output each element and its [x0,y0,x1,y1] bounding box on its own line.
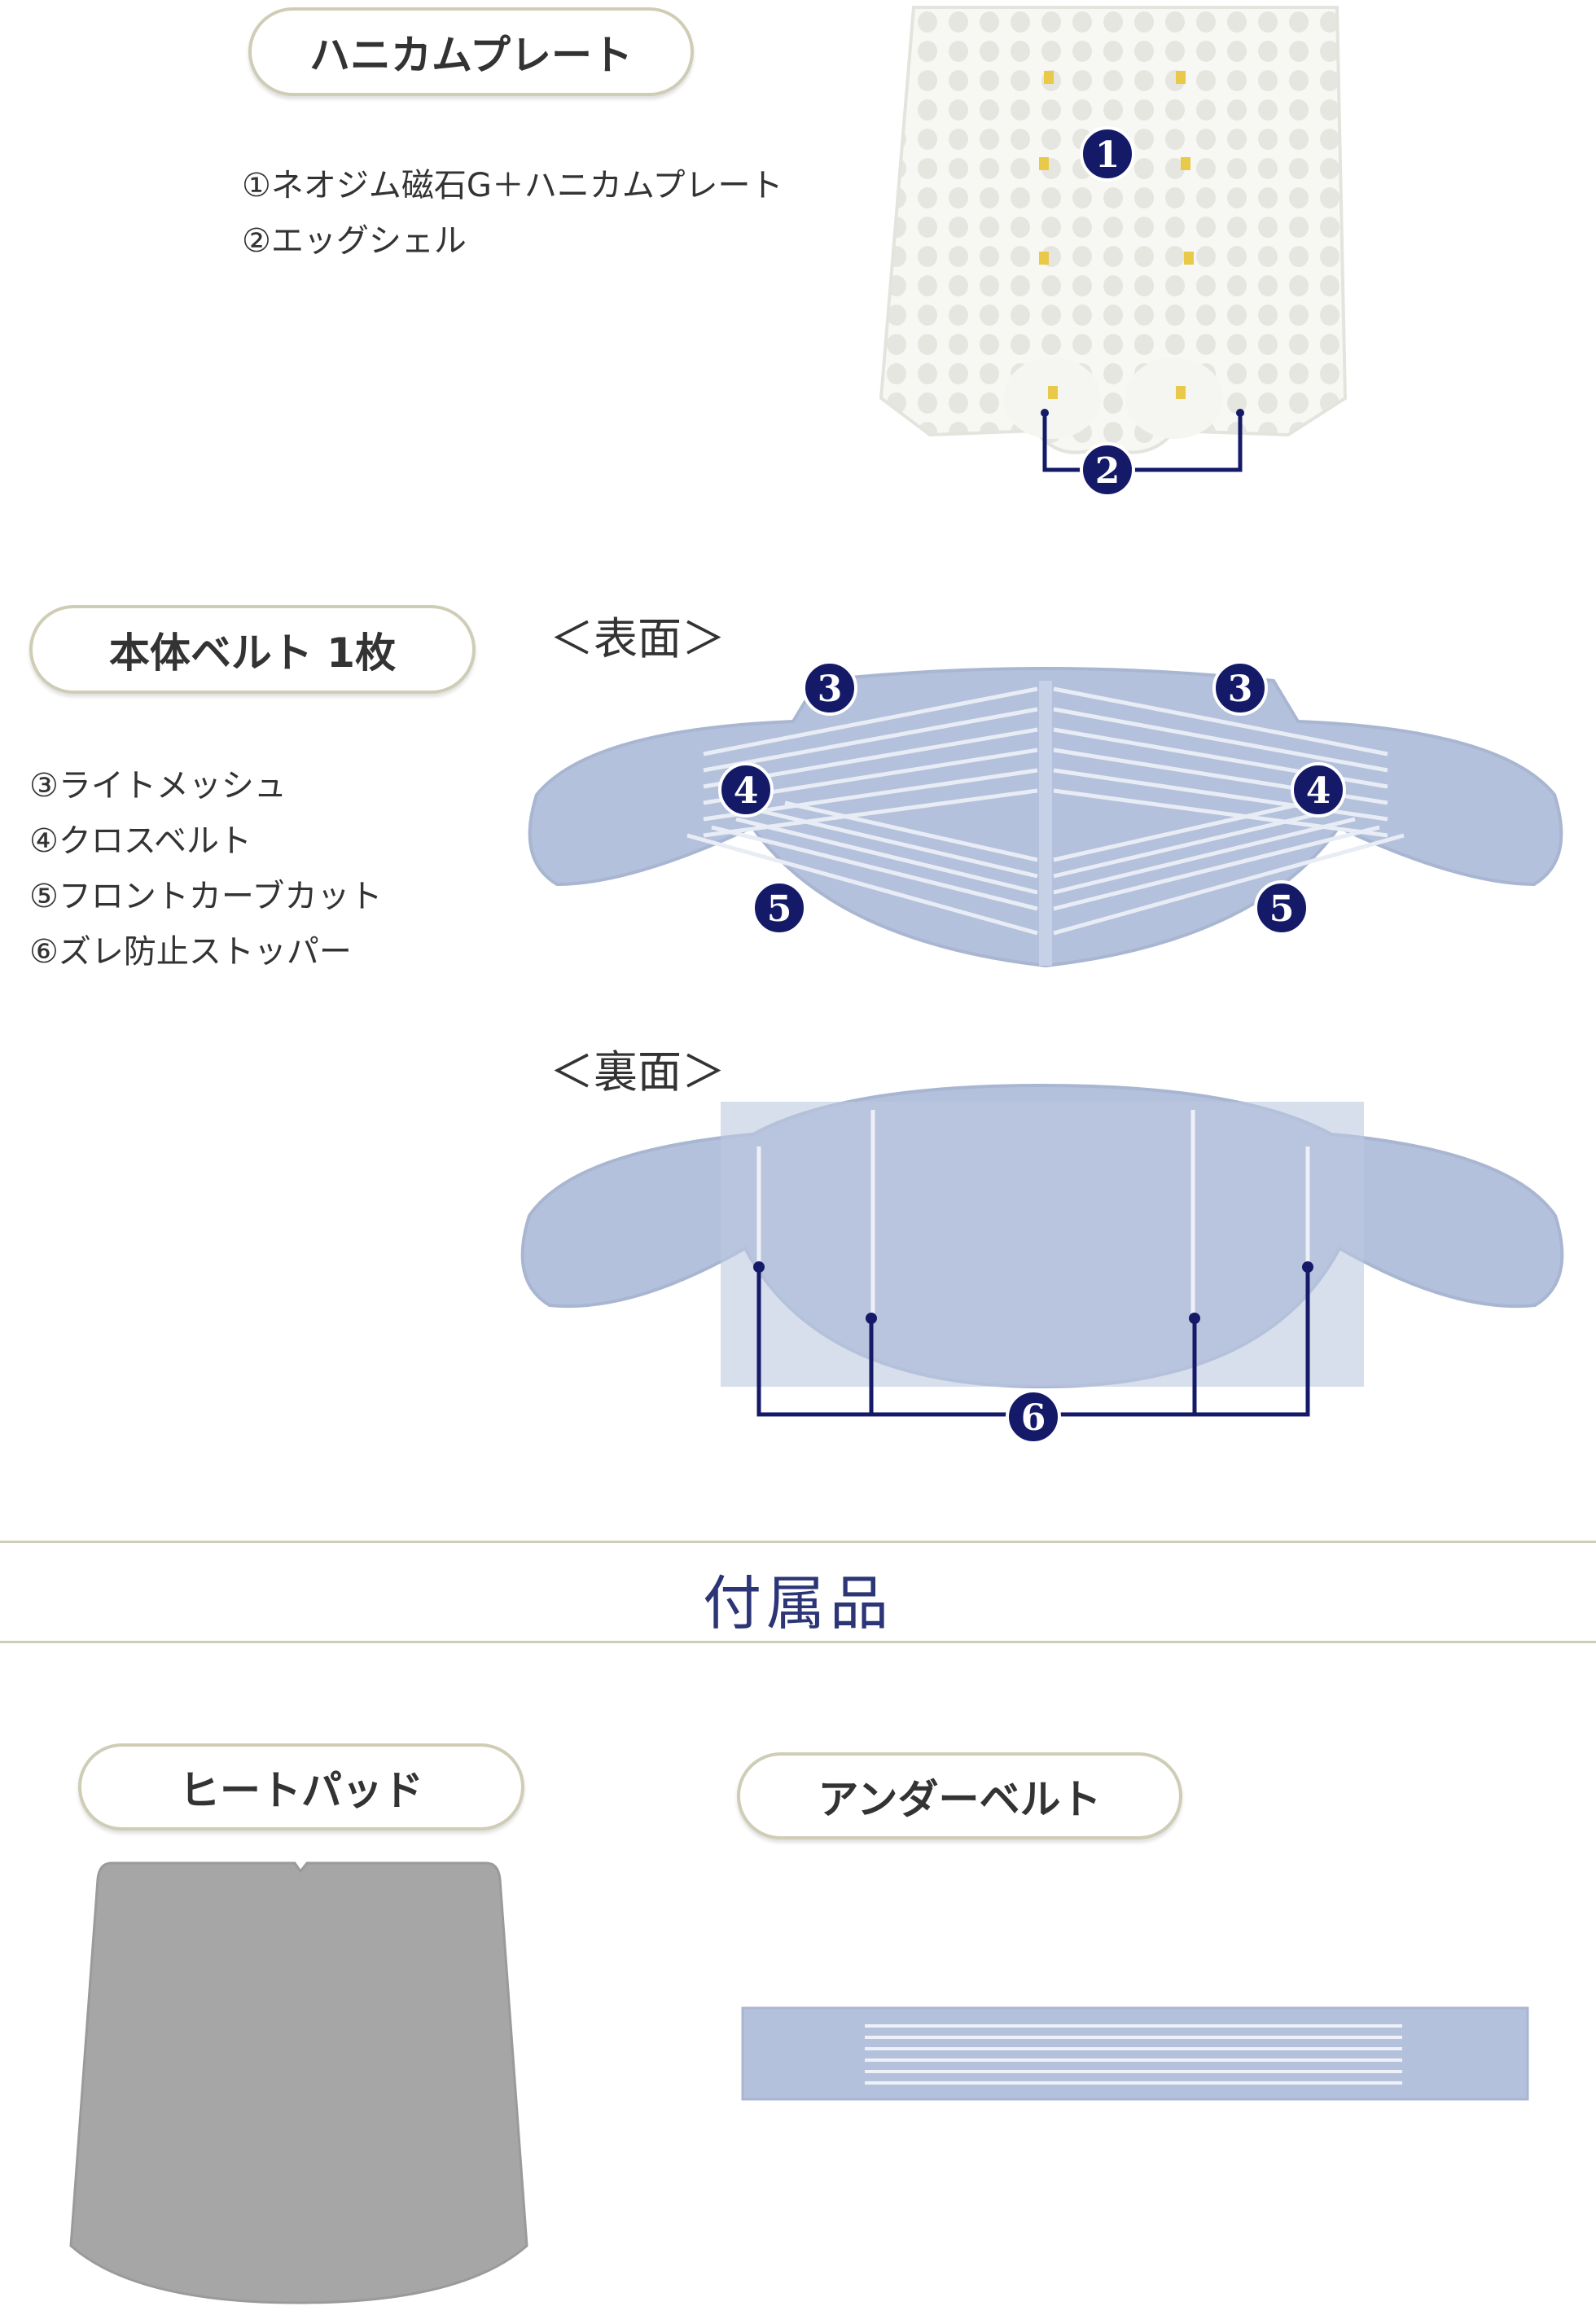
heading-text: ヒートパッド [179,1766,423,1814]
badge-3: 3 [802,660,857,716]
badge-3: 3 [1212,660,1268,716]
heat-pad-image [69,1861,528,2304]
feature-item: ⑤フロントカーブカット [29,878,383,915]
belt-feature-list: ③ライトメッシュ ④クロスベルト ⑤フロントカーブカット ⑥ズレ防止ストッパー [29,758,382,980]
badge-5: 5 [752,880,807,936]
main-belt-heading: 本体ベルト 1枚 [29,605,476,694]
back-label: ＜裏面＞ [550,1046,726,1098]
svg-text:4: 4 [1306,770,1331,812]
badge-5: 5 [1254,880,1309,936]
accessories-title: 付属品 [702,1569,893,1638]
belt-back-image [520,1083,1564,1389]
heat-pad-heading: ヒートパッド [78,1743,524,1831]
svg-text:2: 2 [1095,450,1120,492]
heading-text: アンダーベルト [818,1775,1102,1823]
badge-2: 2 [1080,442,1135,498]
under-belt-heading: アンダーベルト [737,1752,1182,1839]
honeycomb-plate-heading: ハニカムプレート [248,7,694,96]
svg-text:4: 4 [734,770,759,812]
feature-item: ③ライトメッシュ [29,767,287,805]
belt-badges: 3 3 4 4 5 5 [718,660,1346,936]
feature-item: ②エッグシェル [242,222,467,260]
divider [0,1541,1596,1543]
under-belt-image [741,2006,1529,2101]
honeycomb-feature-list: ①ネオジム磁石G＋ハニカムプレート ②エッグシェル [242,158,783,269]
stopper-callout: 6 [753,1261,1313,1445]
svg-text:1: 1 [1095,134,1120,176]
feature-item: ⑥ズレ防止ストッパー [29,933,352,971]
belt-front-image [528,667,1563,968]
badge-4: 4 [1291,762,1346,818]
svg-text:6: 6 [1021,1397,1046,1439]
badge-1: 1 [1080,126,1135,182]
svg-text:5: 5 [1269,888,1295,930]
heading-text: 本体ベルト 1枚 [108,629,397,677]
heading-text: ハニカムプレート [309,31,633,79]
divider [0,1641,1596,1643]
svg-text:5: 5 [767,888,792,930]
honeycomb-plate-image: 1 2 [879,6,1348,498]
svg-text:3: 3 [818,669,843,710]
badge-6: 6 [1006,1389,1061,1445]
badge-4: 4 [718,762,774,818]
svg-text:3: 3 [1228,669,1253,710]
front-label: ＜表面＞ [550,613,726,664]
feature-item: ①ネオジム磁石G＋ハニカムプレート [242,167,783,204]
feature-item: ④クロスベルト [29,822,252,860]
